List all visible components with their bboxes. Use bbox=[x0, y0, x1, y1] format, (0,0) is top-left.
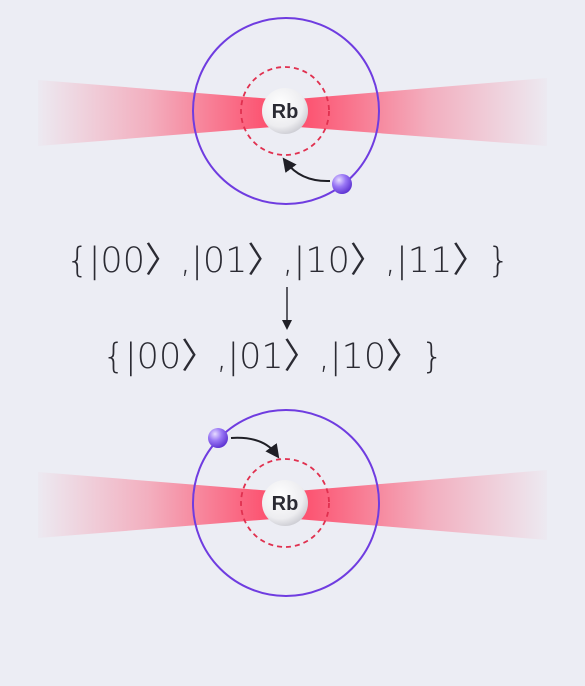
electron-sphere-icon-bottom bbox=[208, 428, 228, 448]
curved-arrow-icon-bottom bbox=[230, 436, 280, 459]
state-set-before: {|00〉,|01〉,|10〉,|11〉} bbox=[66, 241, 509, 281]
atom-label-top: Rb bbox=[272, 101, 299, 123]
curved-arrow-icon-top bbox=[282, 157, 331, 183]
laser-beam-left-top bbox=[38, 80, 285, 146]
laser-beam-right-top bbox=[285, 78, 547, 146]
orbit-circle-bottom bbox=[192, 409, 380, 597]
atom-core-top bbox=[262, 88, 308, 134]
atom-label-bottom: Rb bbox=[272, 493, 299, 515]
electron-sphere-icon-top bbox=[332, 174, 352, 194]
state-set-after: {|00〉,|01〉,|10〉} bbox=[103, 337, 444, 377]
laser-beam-left-bottom bbox=[38, 472, 285, 538]
blockade-ring-top bbox=[240, 66, 330, 156]
down-arrow-icon bbox=[282, 287, 292, 330]
laser-beam-right-bottom bbox=[285, 470, 547, 540]
blockade-ring-bottom bbox=[240, 458, 330, 548]
orbit-circle-top bbox=[192, 17, 380, 205]
atom-group-bottom: Rb bbox=[38, 409, 547, 597]
atom-group-top: Rb bbox=[38, 17, 547, 205]
atom-core-bottom bbox=[262, 480, 308, 526]
